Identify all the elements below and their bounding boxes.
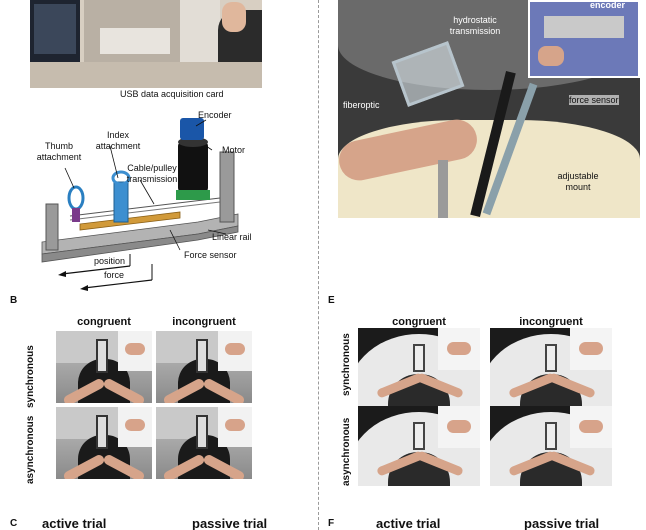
- position-label: position: [94, 256, 126, 266]
- panel-e-row-synchronous: synchronous: [341, 333, 352, 396]
- encoder-label: Encoder: [198, 110, 232, 120]
- linear-rail-label: Linear rail: [212, 232, 252, 242]
- adjustable-mount-label-2: mount: [565, 182, 591, 192]
- daq-card-label: USB data acquisition card: [120, 89, 224, 99]
- panel-e-tile-sync-incongruent: [490, 328, 612, 408]
- column-divider: [318, 0, 319, 530]
- fiberoptic-label: fiberoptic: [343, 100, 380, 110]
- panel-b-tile-async-congruent: [56, 407, 152, 479]
- panel-b-tile-sync-congruent: [56, 331, 152, 403]
- panel-c-title-passive: passive trial: [192, 516, 268, 530]
- mri-device-photo: [338, 0, 640, 218]
- panel-b-col-congruent: congruent: [77, 316, 131, 328]
- cable-pulley-label-2: transmission: [126, 174, 178, 184]
- panel-letter-b: B: [10, 295, 18, 306]
- panel-b-row-asynchronous: asynchronous: [25, 415, 36, 484]
- adjustable-mount-label-1: adjustable: [557, 171, 599, 181]
- thumb-attachment-label-1: Thumb: [44, 141, 73, 151]
- panel-c-title-active: active trial: [42, 516, 107, 530]
- index-attachment-label-2: attachment: [95, 141, 141, 151]
- force-sensor-label: Force sensor: [184, 250, 237, 260]
- force-label: force: [104, 270, 125, 280]
- panel-b-tile-async-incongruent: [156, 407, 252, 479]
- panel-e-col-incongruent: incongruent: [519, 316, 583, 328]
- thumb-attachment-label-2: attachment: [36, 152, 82, 162]
- panel-e-tile-sync-congruent: [358, 328, 480, 408]
- inset-force-sensor-label: force sensor: [569, 95, 619, 105]
- hydrostatic-label-1: hydrostatic: [453, 15, 497, 25]
- panel-e-tile-async-incongruent: [490, 406, 612, 486]
- panel-e-tile-async-congruent: [358, 406, 480, 486]
- device-schematic: [41, 118, 239, 291]
- inset-encoder-label: encoder: [590, 0, 626, 10]
- panel-f-title-passive: passive trial: [524, 516, 600, 530]
- index-attachment-label-1: Index: [106, 130, 130, 140]
- panel-letter-c: C: [10, 518, 18, 529]
- cable-pulley-label-1: Cable/pulley: [127, 163, 177, 173]
- panel-f-title-active: active trial: [376, 516, 441, 530]
- panel-e-col-congruent: congruent: [392, 316, 446, 328]
- panel-e-row-asynchronous: asynchronous: [341, 417, 352, 486]
- motor-label: Motor: [222, 145, 246, 155]
- panel-b-tile-sync-incongruent: [156, 331, 252, 403]
- setup-photo: [30, 0, 262, 88]
- hydrostatic-label-2: transmission: [449, 26, 501, 36]
- panel-letter-f: F: [328, 518, 335, 529]
- panel-letter-e: E: [328, 295, 335, 306]
- panel-b-col-incongruent: incongruent: [172, 316, 236, 328]
- panel-b-row-synchronous: synchronous: [25, 345, 36, 408]
